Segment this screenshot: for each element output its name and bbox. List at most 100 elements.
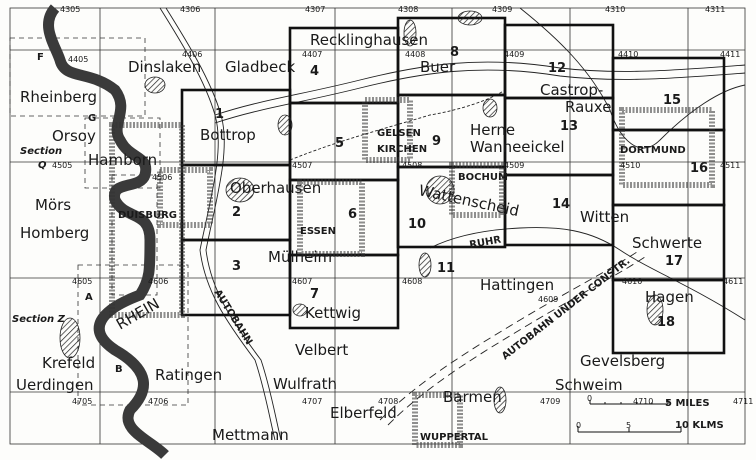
grid-reference: 4310 bbox=[605, 5, 625, 14]
section-note: Q bbox=[38, 160, 47, 171]
grid-reference: 4406 bbox=[182, 50, 202, 59]
town-label: Krefeld bbox=[42, 354, 95, 372]
grid-reference: 4708 bbox=[378, 397, 398, 406]
city-label: GELSEN bbox=[377, 128, 421, 139]
town-label: Oberhausen bbox=[230, 179, 321, 197]
section-number: 2 bbox=[232, 205, 241, 220]
city-boundary-hatch bbox=[449, 162, 505, 218]
section-box bbox=[611, 278, 726, 355]
urban-area-hatch bbox=[59, 317, 81, 359]
town-label: Rheinberg bbox=[20, 88, 97, 106]
grid-reference: 4706 bbox=[148, 397, 168, 406]
town-label: Hagen bbox=[645, 288, 694, 306]
town-label: Recklinghausen bbox=[310, 31, 428, 49]
town-label: Uerdingen bbox=[16, 376, 94, 394]
grid-reference: 4609 bbox=[538, 295, 558, 304]
town-label: Castrop- bbox=[540, 81, 603, 99]
dashed-section-outline bbox=[9, 37, 146, 117]
section-letter: F bbox=[37, 52, 44, 63]
section-number: 9 bbox=[432, 134, 441, 149]
town-label: Homberg bbox=[20, 224, 89, 242]
grid-reference: 4411 bbox=[720, 50, 740, 59]
grid-reference: 4307 bbox=[305, 5, 325, 14]
town-label: Mülheim bbox=[268, 248, 332, 266]
urban-area-hatch bbox=[493, 386, 507, 414]
city-boundary-hatch bbox=[619, 107, 715, 188]
urban-area-hatch bbox=[225, 177, 255, 203]
urban-area-hatch bbox=[646, 294, 664, 326]
town-label: Gladbeck bbox=[225, 58, 296, 76]
section-number: 16 bbox=[690, 161, 708, 176]
section-number: 14 bbox=[552, 197, 570, 212]
map-frame bbox=[9, 7, 746, 445]
grid-reference: 4705 bbox=[72, 397, 92, 406]
grid-reference: 4507 bbox=[292, 161, 312, 170]
grid-reference: 4508 bbox=[402, 161, 422, 170]
section-number: 17 bbox=[665, 254, 683, 269]
urban-area-hatch bbox=[292, 303, 308, 317]
urban-area-hatch bbox=[482, 98, 498, 118]
city-label: DUISBURG bbox=[118, 210, 177, 221]
grid-reference: 4510 bbox=[620, 161, 640, 170]
town-label: Barmen bbox=[443, 388, 502, 406]
rhine-river bbox=[43, 4, 169, 460]
section-note: Section Z bbox=[12, 314, 66, 325]
grid-reference: 4707 bbox=[302, 397, 322, 406]
grid-reference: 4408 bbox=[405, 50, 425, 59]
scale-label: 0 bbox=[576, 421, 581, 430]
grid-reference: 4410 bbox=[618, 50, 638, 59]
grid-reference: 4710 bbox=[633, 397, 653, 406]
urban-area-hatch bbox=[277, 114, 293, 136]
grid-reference: 4709 bbox=[540, 397, 560, 406]
grid-reference: 4610 bbox=[622, 277, 642, 286]
scale-bar bbox=[577, 400, 682, 433]
section-number: 12 bbox=[548, 61, 566, 76]
town-label: Dinslaken bbox=[128, 58, 201, 76]
grid-reference: 4511 bbox=[720, 161, 740, 170]
town-label: Buer bbox=[420, 58, 456, 76]
grid-reference: 4309 bbox=[492, 5, 512, 14]
section-letter: A bbox=[85, 292, 93, 303]
city-label: WUPPERTAL bbox=[420, 432, 489, 443]
town-label: Rauxel bbox=[565, 98, 616, 116]
town-label: Kettwig bbox=[305, 304, 361, 322]
section-number: 3 bbox=[232, 259, 241, 274]
grid-reference: 4305 bbox=[60, 5, 80, 14]
grid-reference: 4505 bbox=[52, 161, 72, 170]
scale-label: 5 MILES bbox=[665, 398, 710, 409]
city-boundary-hatch bbox=[412, 392, 463, 448]
city-boundary-hatch bbox=[297, 179, 365, 257]
town-label: Hattingen bbox=[480, 276, 554, 294]
section-number: 11 bbox=[437, 261, 455, 276]
town-label: Herne bbox=[470, 121, 515, 139]
scale-label: 5 bbox=[626, 421, 631, 430]
city-boundary-hatch bbox=[109, 122, 185, 318]
town-label: Bottrop bbox=[200, 126, 256, 144]
urban-area-hatch bbox=[418, 252, 432, 278]
section-number: 8 bbox=[450, 45, 459, 60]
city-label: DORTMUND bbox=[620, 145, 686, 156]
city-boundary-hatch bbox=[157, 167, 213, 228]
grid-reference: 4607 bbox=[292, 277, 312, 286]
section-number: 1 bbox=[215, 107, 224, 122]
section-note: Section bbox=[20, 146, 62, 157]
grid-reference: 4405 bbox=[68, 55, 88, 64]
grid-reference: 4311 bbox=[705, 5, 725, 14]
town-label: Wanneeickel bbox=[470, 138, 565, 156]
urban-area-hatch bbox=[144, 76, 166, 94]
section-number: 4 bbox=[310, 64, 319, 79]
section-number: 13 bbox=[560, 119, 578, 134]
grid-reference: 4605 bbox=[72, 277, 92, 286]
city-boundary-hatch bbox=[362, 97, 413, 163]
urban-area-hatch bbox=[457, 10, 483, 26]
grid-reference: 4711 bbox=[733, 397, 753, 406]
section-letter: G bbox=[88, 113, 96, 124]
town-label: Wulfrath bbox=[273, 375, 337, 393]
town-label: ESSEN bbox=[300, 226, 336, 237]
town-label: Elberfeld bbox=[330, 404, 397, 422]
scale-label: 0 bbox=[587, 394, 592, 403]
grid-reference: 4306 bbox=[180, 5, 200, 14]
town-label: Gevelsberg bbox=[580, 352, 665, 370]
grid-reference: 4407 bbox=[302, 50, 322, 59]
section-number: 10 bbox=[408, 217, 426, 232]
